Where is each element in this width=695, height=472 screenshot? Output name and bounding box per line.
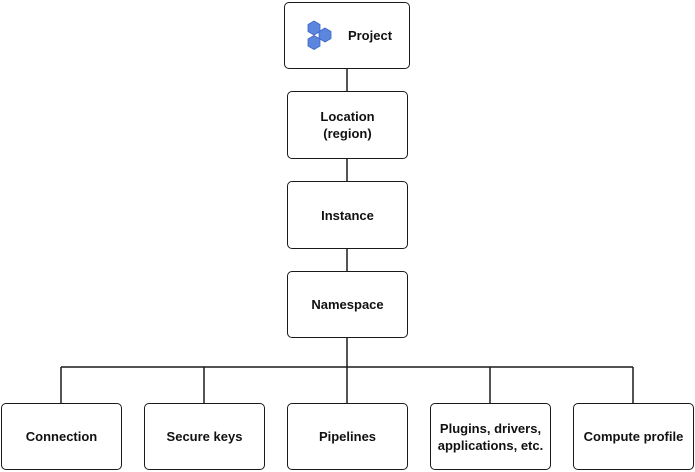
project-node: Project [284,2,410,69]
compute-profile-node: Compute profile [573,403,694,470]
instance-node: Instance [287,181,408,249]
plugins-node: Plugins, drivers, applications, etc. [430,403,551,470]
location-node: Location (region) [287,91,408,159]
connection-label: Connection [25,429,98,444]
hexagon-cluster-icon [307,20,332,50]
pipelines-label: Pipelines [318,429,377,444]
connection-node: Connection [1,403,122,470]
compute-profile-label: Compute profile [583,429,684,444]
instance-label: Instance [321,207,374,223]
secure-keys-node: Secure keys [144,403,265,470]
pipelines-node: Pipelines [287,403,408,470]
location-label: Location (region) [320,109,375,141]
secure-keys-label: Secure keys [166,429,243,444]
plugins-label: Plugins, drivers, applications, etc. [437,420,544,453]
namespace-node: Namespace [287,271,408,338]
namespace-label: Namespace [311,297,384,312]
project-label: Project [347,28,393,43]
